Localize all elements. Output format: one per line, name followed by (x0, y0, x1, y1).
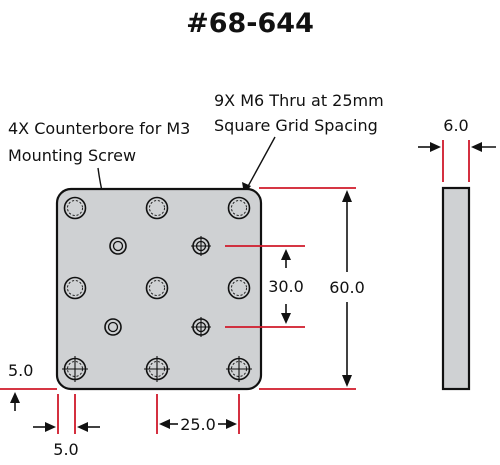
edge-offset-x-dimension (33, 422, 100, 432)
plate-front-view (55, 187, 263, 391)
counterbore-hole-centered (191, 236, 211, 256)
height-dimension-label: 60.0 (329, 278, 365, 297)
thru-hole (63, 196, 87, 220)
thru-hole (227, 196, 251, 220)
thru-holes-leader (242, 136, 276, 194)
thru-hole-centered (226, 356, 252, 382)
counterbore-spacing-label: 30.0 (268, 277, 304, 296)
thickness-label: 6.0 (443, 116, 468, 135)
thru-holes-callout-line1: 9X M6 Thru at 25mm (214, 91, 384, 110)
counterbore-hole-centered (191, 317, 211, 337)
thru-hole (145, 196, 169, 220)
part-number-title: #68-644 (186, 8, 314, 39)
thru-holes-callout-line2: Square Grid Spacing (214, 116, 378, 135)
counterbore-hole (104, 318, 122, 336)
counterbore-hole (109, 237, 127, 255)
grid-spacing-dimension (159, 419, 237, 429)
thru-hole (227, 276, 251, 300)
thru-hole (63, 276, 87, 300)
thru-hole-centered (62, 356, 88, 382)
edge-offset-y-label: 5.0 (8, 361, 33, 380)
height-dimension (342, 190, 352, 387)
edge-offset-x-label: 5.0 (53, 440, 78, 459)
thru-hole (145, 276, 169, 300)
counterbore-callout-line2: Mounting Screw (8, 146, 136, 165)
edge-offset-y-dimension (10, 392, 20, 411)
grid-spacing-label: 25.0 (180, 415, 216, 434)
thru-hole-centered (144, 356, 170, 382)
extension-lines (0, 140, 470, 434)
counterbore-spacing-dimension (281, 249, 291, 324)
counterbore-callout-line1: 4X Counterbore for M3 (8, 119, 190, 138)
thickness-dimension (418, 142, 496, 152)
plate-side-view (441, 186, 471, 391)
